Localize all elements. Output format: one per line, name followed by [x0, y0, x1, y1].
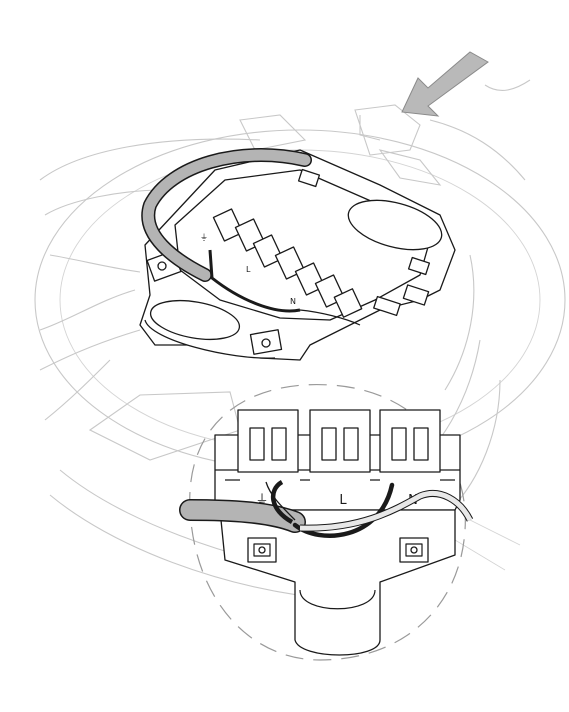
- zoom-inset: ⏚ L N: [179, 383, 474, 661]
- screw-icon: [249, 329, 283, 355]
- terminal-block-overview: ⏚ L N: [139, 148, 456, 361]
- live-label-small: L: [246, 265, 251, 274]
- earth-label-small: ⏚: [200, 233, 208, 242]
- terminal-earth: [237, 409, 299, 473]
- terminal-neutral: [379, 409, 441, 473]
- cable-sheath-upper: [142, 149, 311, 281]
- live-label: L: [339, 493, 347, 508]
- terminal-live: [309, 409, 371, 473]
- arrow-down-left-icon: [401, 51, 489, 117]
- neutral-wire: [299, 491, 473, 531]
- screw-icon: [247, 537, 277, 563]
- screw-icon: [399, 537, 429, 563]
- neutral-label-small: N: [290, 297, 296, 306]
